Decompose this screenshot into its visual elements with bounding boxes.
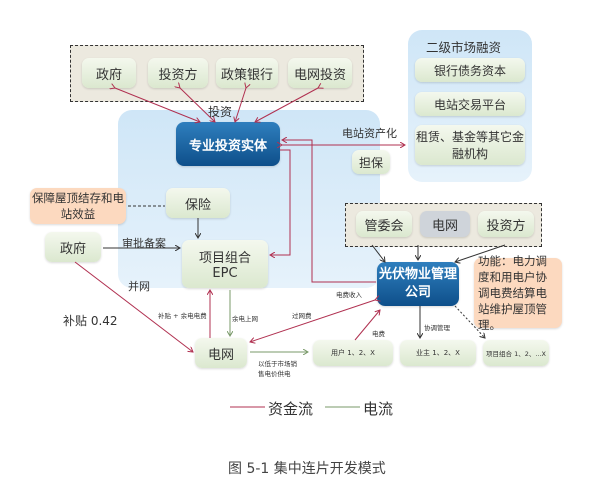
- market-item-bank: 银行债务资本: [415, 58, 525, 82]
- figure-caption: 图 5-1 集中连片开发模式: [228, 461, 386, 477]
- epc-line2: EPC: [212, 266, 238, 281]
- epc-line1: 项目组合: [198, 251, 251, 266]
- function-note: 功能：电力调度和用电户协调电费结算电站维护屋顶管理。: [474, 254, 562, 332]
- arrows-layer: [74, 0, 506, 408]
- owners-box: 业主 1、2、X: [400, 340, 476, 366]
- market-item-leasing: 租赁、基金等其它金融机构: [415, 125, 525, 165]
- stakeholder-gov: 政府: [82, 58, 136, 88]
- mgmt-investor: 投资方: [478, 211, 534, 237]
- grid-connect-label: 并网: [128, 280, 150, 293]
- mgmt-committee: 管委会: [356, 211, 412, 237]
- subsidy-label: 补贴 0.42: [63, 314, 118, 328]
- legend-money: 资金流: [268, 400, 314, 418]
- surplus-label: 余电上网: [232, 315, 258, 323]
- coord-label: 协调管理: [424, 324, 450, 332]
- supply-label: 以低于市场销售电价供电: [258, 360, 297, 378]
- approval-label: 审批备案: [122, 237, 166, 250]
- market-item-platform: 电站交易平台: [415, 92, 525, 116]
- subsidy-fee-label: 补贴 + 余电电费: [158, 312, 207, 320]
- investment-entity: 专业投资实体: [176, 122, 280, 166]
- stakeholder-investor: 投资方: [148, 58, 208, 88]
- insurance-box: 保险: [166, 188, 230, 218]
- projects-box: 项目组合 1、2、...X: [483, 340, 549, 366]
- grid-box: 电网: [195, 338, 247, 368]
- secondary-market-title: 二级市场融资: [426, 40, 502, 55]
- mgmt-grid: 电网: [420, 211, 470, 237]
- guarantee-box: 担保: [352, 150, 390, 174]
- fee-income-label: 电费收入: [336, 291, 362, 299]
- protect-note: 保障屋顶结存和电站效益: [30, 188, 126, 224]
- legend-power: 电流: [363, 400, 394, 418]
- pv-property-company: 光伏物业管理公司: [377, 262, 459, 306]
- users-box: 用户 1、2、X: [313, 340, 393, 366]
- asset-label: 电站资产化: [342, 127, 397, 140]
- gov-box: 政府: [45, 232, 101, 262]
